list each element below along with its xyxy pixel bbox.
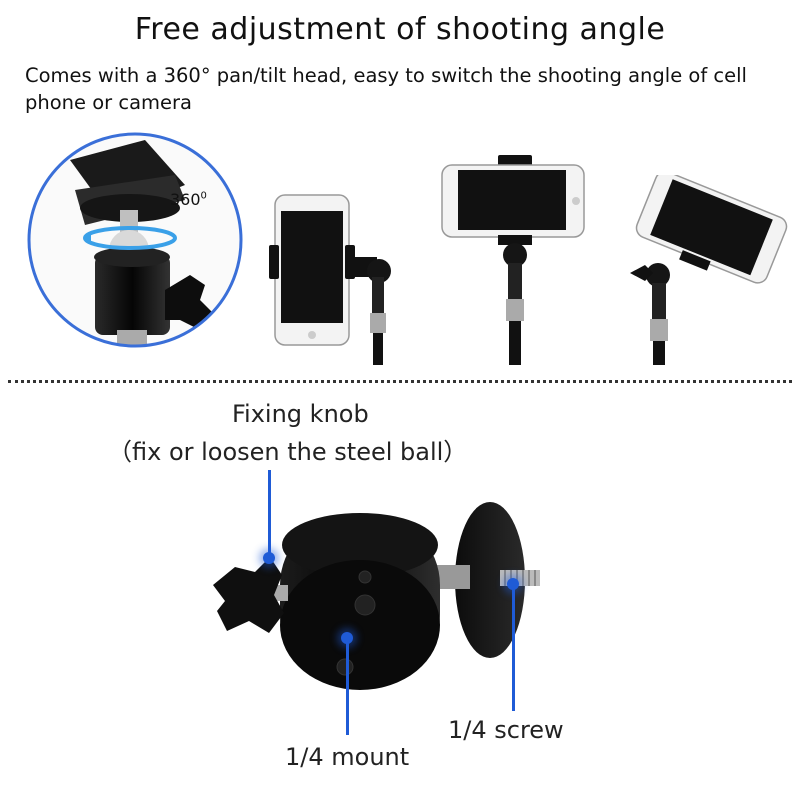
fixing-knob-pointer-dot — [263, 552, 275, 564]
phone-portrait-image — [269, 194, 391, 365]
fixing-knob-pointer — [268, 470, 271, 555]
fixing-knob-note: （fix or loosen the steel ball） — [108, 438, 468, 466]
mount-pointer — [346, 640, 349, 735]
mount-label: 1/4 mount — [285, 743, 410, 771]
rotation-label: 3600 — [170, 190, 207, 209]
ball-head-closeup-image — [27, 132, 243, 348]
screw-label: 1/4 screw — [448, 716, 564, 744]
screw-pointer — [512, 586, 515, 711]
phone-landscape-image — [441, 155, 585, 365]
mount-pointer-dot — [341, 632, 353, 644]
page-title: Free adjustment of shooting angle — [134, 12, 666, 47]
page-subtitle: Comes with a 360° pan/tilt head, easy to… — [25, 64, 747, 114]
phone-tilted-image — [630, 175, 788, 365]
fixing-knob-label: Fixing knob — [232, 400, 369, 428]
ball-head-product-image — [213, 502, 540, 690]
dotted-divider — [8, 380, 792, 383]
screw-pointer-dot — [507, 578, 519, 590]
